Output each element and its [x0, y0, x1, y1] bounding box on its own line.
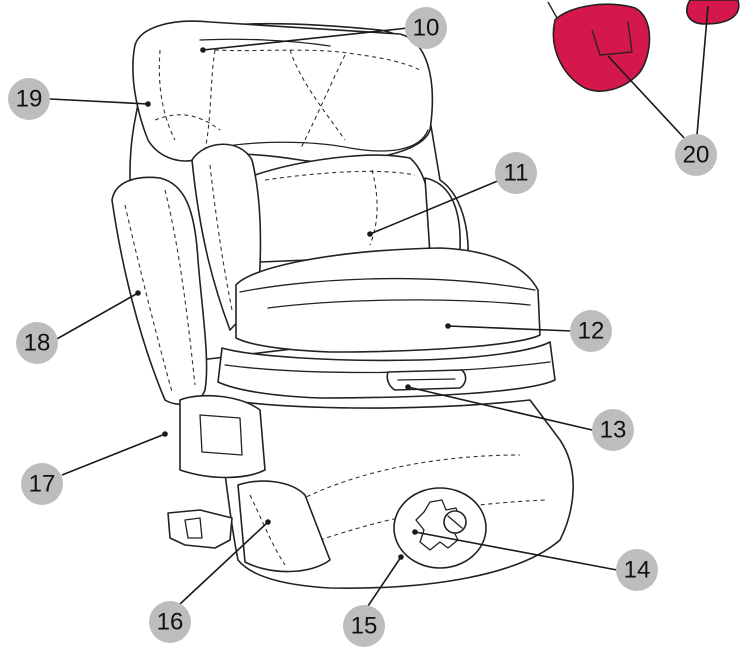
side-pad-stitch-2	[164, 189, 196, 386]
headrest-stitch-3	[214, 49, 421, 71]
side-console-inset	[199, 414, 243, 456]
accessory-pad-right	[686, 0, 740, 25]
side-impact-pad	[111, 176, 208, 406]
leader-18-dot	[135, 290, 141, 296]
callout-15-label: 15	[351, 613, 378, 640]
callout-17-label: 17	[29, 471, 56, 498]
callout-12: 12	[570, 310, 612, 352]
callout-18: 18	[16, 322, 58, 364]
leader-14-dot	[412, 529, 418, 535]
callout-badges: 10 11 12 13 14 15 16 17	[8, 7, 717, 647]
callout-11-label: 11	[504, 160, 529, 187]
accessory-pad-left-notch	[591, 21, 633, 56]
callout-18-label: 18	[24, 330, 51, 357]
headrest-stitch-5	[299, 54, 346, 151]
leader-17-dot	[162, 431, 168, 437]
leader-11	[369, 179, 501, 235]
cushion-base-line	[224, 361, 551, 374]
callout-14-label: 14	[624, 557, 651, 584]
callout-10: 10	[405, 7, 447, 49]
leader-11-dot	[367, 231, 373, 237]
callout-20-label: 20	[683, 142, 710, 169]
leader-20b	[696, 5, 709, 136]
side-console	[179, 394, 266, 479]
callout-17: 17	[21, 463, 63, 505]
leader-10-dot	[200, 47, 206, 53]
accessory-pad-left	[552, 3, 651, 92]
knob-star	[415, 499, 461, 551]
adjustment-handle-groove	[397, 378, 456, 381]
safety-cushion-inner-line	[267, 299, 531, 309]
headrest-stitch-2	[204, 49, 216, 151]
knob-slot	[447, 515, 463, 529]
leader-16	[179, 521, 269, 605]
isofix-connector	[167, 509, 233, 549]
callout-11: 11	[495, 152, 537, 194]
cushion-base	[217, 341, 556, 399]
leader-20a	[607, 55, 687, 141]
leader-15	[367, 556, 402, 607]
callout-10-label: 10	[413, 15, 440, 42]
accessory-pads	[547, 0, 740, 92]
lower-side-panel-stitch	[249, 494, 286, 566]
callout-20: 20	[675, 134, 717, 176]
leader-17	[61, 433, 166, 476]
back-cushion-stitch	[264, 170, 416, 181]
leader-19-dot	[145, 101, 151, 107]
leader-15-dot	[398, 554, 404, 560]
headrest-lower-edge	[204, 129, 429, 152]
headrest-stitch-6	[154, 114, 221, 131]
knob-housing	[393, 487, 487, 569]
leader-lines	[49, 5, 709, 607]
headrest-stitch-4	[289, 49, 346, 141]
leader-13	[407, 386, 593, 431]
side-pad-stitch	[124, 204, 173, 393]
callout-13-label: 13	[600, 417, 627, 444]
isofix-latch	[184, 517, 203, 539]
accessory-pad-left-strap	[547, 1, 558, 19]
callout-12-label: 12	[578, 318, 605, 345]
lower-side-panel	[237, 480, 331, 573]
inner-bolster-stitch	[209, 164, 233, 311]
leader-12-dot	[445, 323, 451, 329]
seat-base-stitch	[299, 454, 521, 501]
leader-16-dot	[265, 519, 271, 525]
leader-18	[54, 292, 139, 341]
safety-cushion-top-edge	[239, 277, 536, 293]
leader-13-dot	[405, 384, 411, 390]
back-cushion	[251, 154, 432, 263]
leader-14	[414, 531, 618, 571]
leader-10	[202, 27, 409, 51]
headrest-strap-left	[199, 38, 331, 47]
leader-12	[447, 325, 573, 332]
callout-16: 16	[149, 601, 191, 643]
callout-14: 14	[616, 549, 658, 591]
callout-16-label: 16	[157, 609, 184, 636]
callout-15: 15	[343, 605, 385, 647]
car-seat-illustration	[111, 20, 574, 589]
callout-19: 19	[8, 78, 50, 120]
callout-19-label: 19	[16, 86, 43, 113]
headrest-stitch-1	[158, 49, 176, 141]
callout-13: 13	[592, 409, 634, 451]
leader-19	[49, 98, 149, 105]
back-cushion-stitch-2	[369, 169, 378, 246]
